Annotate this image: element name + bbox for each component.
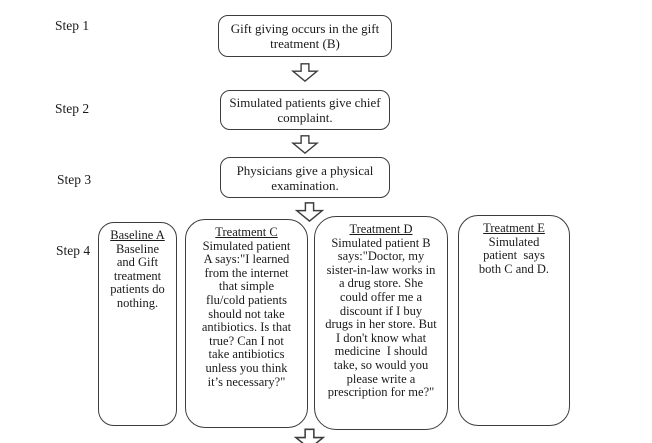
down-arrow-icon [290,63,320,82]
branch-treatment-c-title: Treatment C [215,225,278,239]
step-3-box: Physicians give a physical examination. [220,157,390,198]
branch-baseline-a-body: Baseline and Gift treatment patients do … [110,241,165,310]
branch-treatment-d-body: Simulated patient B says:"Doctor, my sis… [325,235,437,400]
branch-treatment-e-title: Treatment E [483,221,545,235]
step-2-label: Step 2 [55,101,90,116]
branch-treatment-c: Treatment C Simulated patient A says:"I … [185,219,308,428]
step-2-box: Simulated patients give chief complaint. [220,90,390,130]
down-arrow-icon [294,202,325,222]
step-1-box-text: Gift giving occurs in the gift treatment… [230,21,380,51]
step-2-box-text: Simulated patients give chief complaint. [229,95,381,125]
step-4-label: Step 4 [56,243,91,258]
branch-baseline-a: Baseline A Baseline and Gift treatment p… [98,222,177,426]
step-3-label: Step 3 [57,172,92,187]
branch-treatment-d: Treatment D Simulated patient B says:"Do… [314,216,448,430]
branch-baseline-a-title: Baseline A [110,228,165,242]
step-1-label: Step 1 [55,18,90,33]
branch-treatment-e-body: Simulated patient says both C and D. [478,234,550,276]
branch-treatment-e: Treatment E Simulated patient says both … [458,215,570,426]
step-3-box-text: Physicians give a physical examination. [236,162,374,193]
step-1-box: Gift giving occurs in the gift treatment… [218,15,392,57]
branch-treatment-c-body: Simulated patient A says:"I learned from… [201,238,292,389]
down-arrow-icon [290,135,320,154]
branch-treatment-d-title: Treatment D [349,222,413,236]
down-arrow-icon [294,428,325,443]
